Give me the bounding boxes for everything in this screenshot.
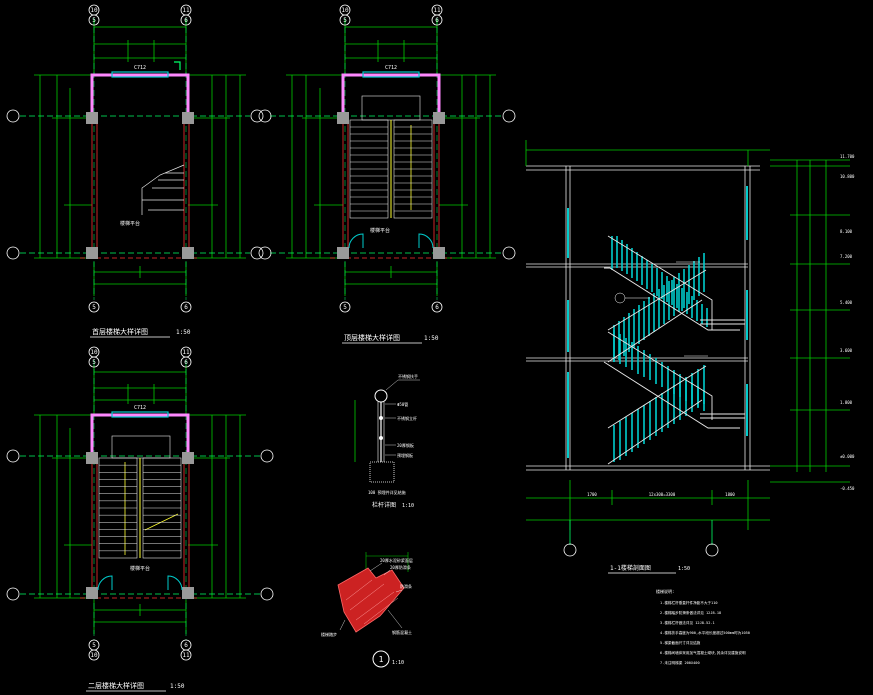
landing-note: 楼梯平台 — [370, 227, 390, 234]
level-label: 5.400 — [840, 300, 853, 305]
plan-title: 首层楼梯大样详图 — [92, 327, 148, 336]
plan-title: 二层楼梯大样详图 — [88, 681, 144, 690]
note-line: 2.楼梯踏步防滑条做法详见 12J8-18 — [660, 610, 721, 615]
axis-label: 5 — [343, 17, 347, 24]
plan-second-floor: 10 5 11 6 5 10 6 11 C712 — [6, 346, 274, 692]
railing-label: 20厚钢板 — [397, 442, 414, 448]
section-scale: 1:50 — [678, 566, 690, 572]
flight-treads — [143, 464, 181, 552]
tread-label: 钢筋混凝土 — [392, 629, 412, 635]
axis-label: 6 — [435, 304, 439, 311]
tread-label: 20厚水泥砂浆面层 — [380, 557, 413, 563]
note-line: 3.楼梯栏杆做法详见 12J8-52-1 — [660, 620, 715, 625]
railing-label: 不锈钢立杆 — [397, 415, 417, 421]
axis-label: 6 — [184, 17, 188, 24]
axis-label: 6 — [184, 359, 188, 366]
plan-scale: 1:50 — [424, 335, 439, 342]
axis-label: 5 — [92, 17, 96, 24]
level-label: 10.800 — [840, 174, 855, 179]
axis-label: 5 — [343, 304, 347, 311]
axis-label: 11 — [182, 349, 190, 356]
bottom-dim: 1800 — [725, 492, 735, 497]
axis-label: 10 — [90, 7, 98, 14]
level-label: 11.700 — [840, 154, 855, 159]
bottom-dim: 12x300=3300 — [649, 492, 676, 497]
detail-scale: 1:10 — [392, 660, 404, 666]
flight-treads — [99, 464, 137, 552]
section-title: 1-1楼梯剖面图 — [610, 564, 651, 572]
note-line: 7.未注明梯梁 200X400 — [660, 660, 700, 665]
axis-label: 6 — [184, 304, 188, 311]
axis-label: 11 — [182, 652, 190, 659]
level-label: 1.800 — [840, 400, 853, 405]
note-line: 6.楼梯间墙体采用加气混凝土砌块,其余详见建施说明 — [660, 650, 746, 655]
plan-first-floor: 10 5 11 6 5 6 C712 — [6, 4, 264, 338]
window-tag: C712 — [134, 405, 146, 411]
axis-label: 5 — [92, 359, 96, 366]
level-label: 8.100 — [840, 229, 853, 234]
plan-title: 顶层楼梯大样详图 — [344, 333, 400, 342]
axis-label: 10 — [341, 7, 349, 14]
tread-label: 防滑条 — [400, 583, 412, 589]
railing-label: 不锈钢扶手 — [398, 373, 418, 379]
bottom-dim: 1700 — [587, 492, 597, 497]
railing-label: 100 预埋件详见结施 — [368, 489, 406, 495]
tread-label: 楼梯踏步 — [321, 631, 337, 637]
note-line: 4.楼梯扶手高度为900,水平段长度超过500mm时为1050 — [660, 630, 750, 635]
plan-top-floor: 10 5 11 6 5 6 C712 — [258, 4, 516, 344]
landing-note: 楼梯平台 — [130, 565, 150, 572]
railing-label: 预埋钢板 — [397, 452, 413, 458]
window-tag: C712 — [134, 65, 146, 71]
railing-detail: 不锈钢扶手 Φ50管 不锈钢立杆 20厚钢板 预埋钢板 100 预埋件详见结施 … — [354, 373, 420, 509]
railing-label: Φ50管 — [397, 401, 408, 407]
detail-title: 栏杆详图 — [372, 501, 396, 509]
level-label: -0.450 — [840, 486, 855, 491]
axis-label: 6 — [435, 17, 439, 24]
window-tag: C712 — [385, 65, 397, 71]
note-line: 1.楼梯栏杆垂直杆件净距不大于110 — [660, 600, 718, 605]
plan-scale: 1:50 — [170, 683, 185, 690]
flight-treads — [350, 126, 388, 212]
axis-label: 5 — [92, 304, 96, 311]
stair-section: 11.700 10.800 8.100 7.200 5.400 3.600 1.… — [525, 140, 855, 665]
axis-label: 10 — [90, 652, 98, 659]
note-line: 5.梯梁截面尺寸详见结施 — [660, 640, 701, 645]
level-label: ±0.000 — [840, 454, 855, 459]
detail-scale: 1:10 — [402, 503, 414, 509]
notes-heading: 楼梯说明: — [656, 588, 674, 594]
tread-detail: 20厚水泥砂浆面层 20厚防滑条 防滑条 楼梯踏步 钢筋混凝土 1 1:10 — [321, 552, 413, 668]
plan-scale: 1:50 — [176, 329, 191, 336]
axis-label: 10 — [90, 349, 98, 356]
detail-number: 1 — [379, 655, 384, 664]
axis-label: 6 — [184, 642, 188, 649]
axis-label: 11 — [433, 7, 441, 14]
axis-label: 11 — [182, 7, 190, 14]
landing-note: 楼梯平台 — [120, 220, 140, 227]
axis-label: 5 — [92, 642, 96, 649]
level-label: 7.200 — [840, 254, 853, 259]
tread-label: 20厚防滑条 — [390, 564, 411, 570]
flight-treads — [394, 126, 432, 212]
level-label: 3.600 — [840, 348, 853, 353]
